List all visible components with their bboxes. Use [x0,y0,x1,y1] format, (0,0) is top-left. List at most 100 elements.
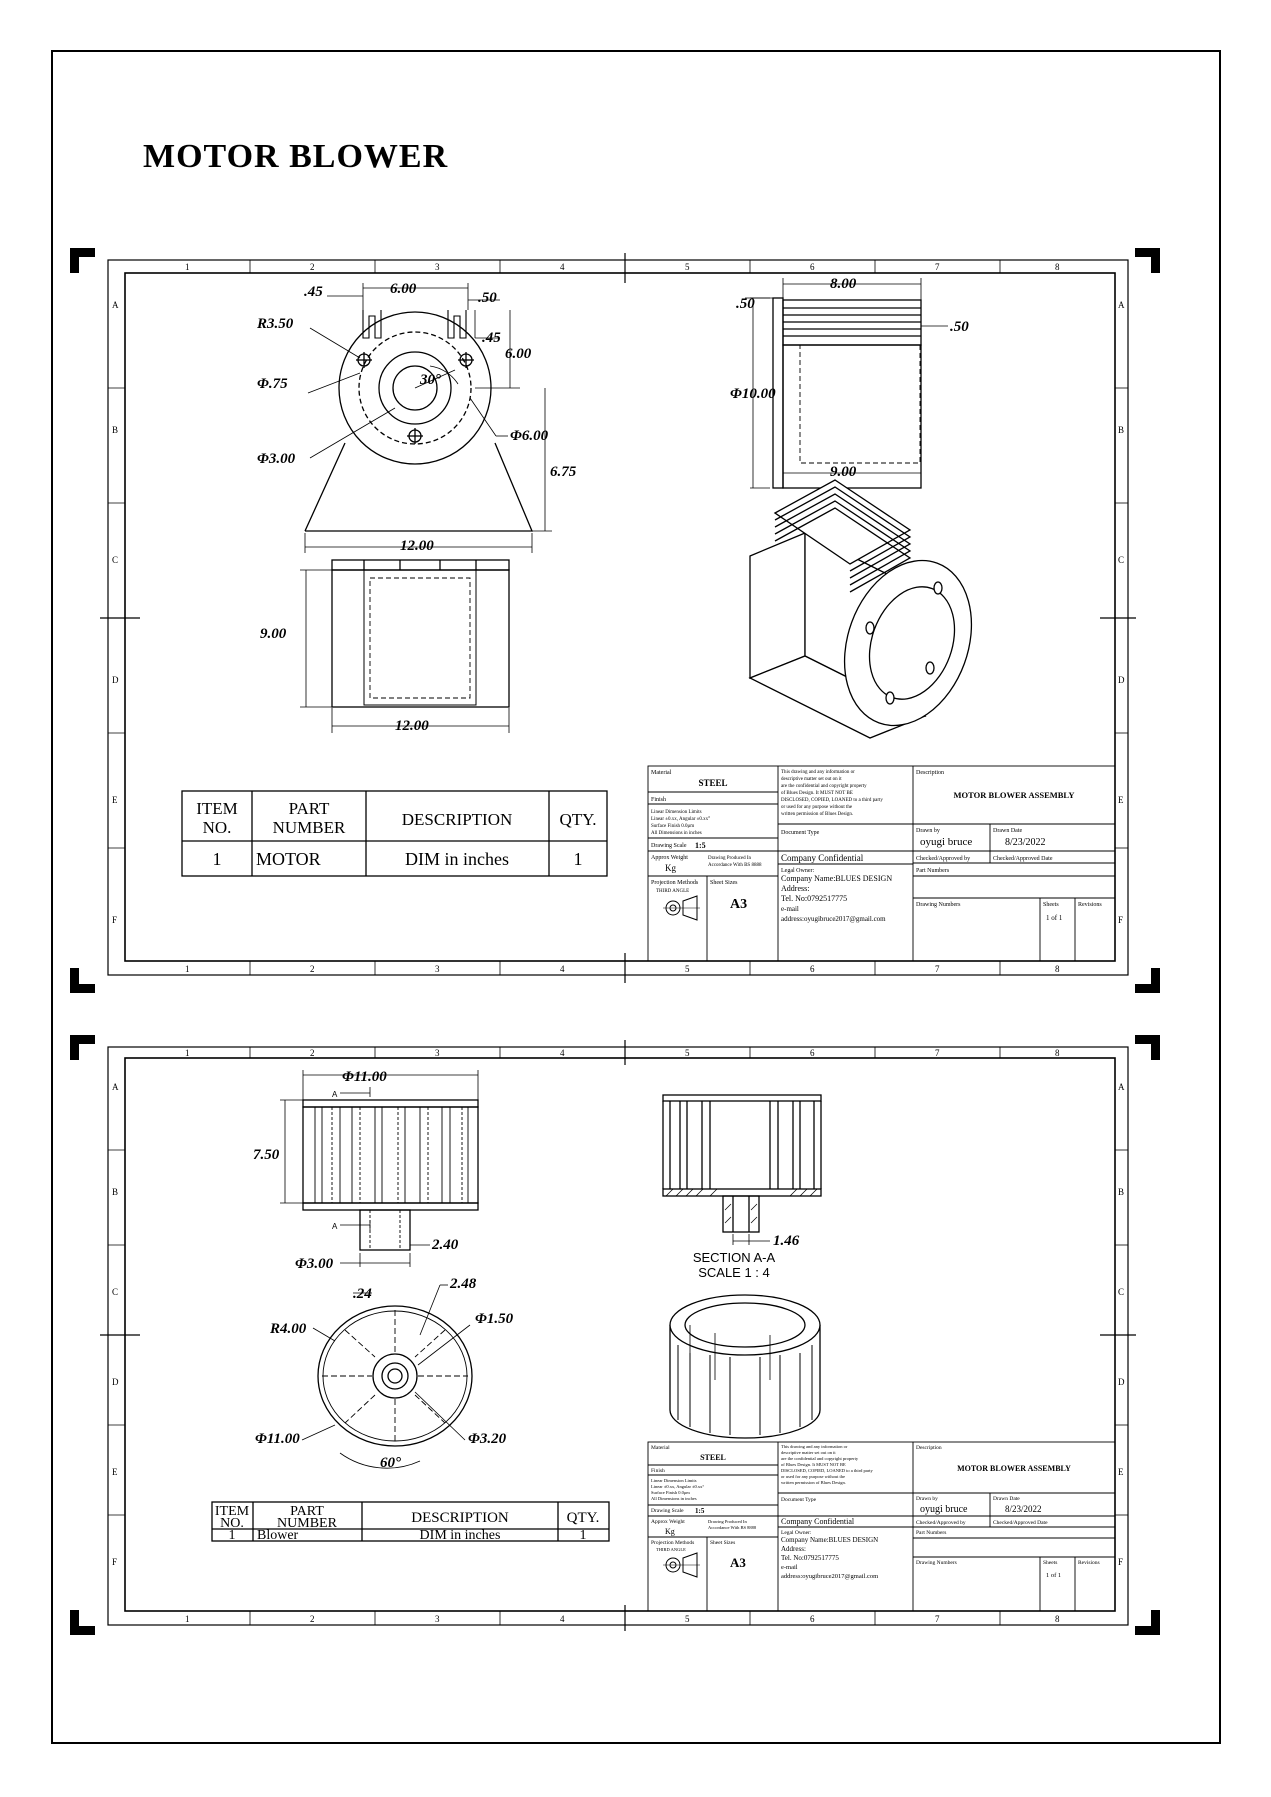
svg-text:3: 3 [435,1048,440,1058]
svg-text:All Dimensions in inches: All Dimensions in inches [651,1496,697,1501]
svg-text:7: 7 [935,1048,940,1058]
svg-text:Finish: Finish [651,1468,665,1474]
svg-text:D: D [112,675,119,685]
svg-text:PART: PART [289,799,330,818]
dim-045-right: .45 [482,330,501,346]
svg-text:5: 5 [685,1048,690,1058]
svg-text:Finish: Finish [651,797,666,803]
svg-text:6: 6 [810,1048,815,1058]
svg-text:Part Numbers: Part Numbers [916,868,950,874]
svg-text:Sheet Sizes: Sheet Sizes [710,880,738,886]
dim-600-right: 6.00 [505,346,532,362]
dim-600-top: 6.00 [390,281,417,297]
svg-text:Drawing Numbers: Drawing Numbers [916,902,961,908]
svg-text:Checked/Approved by: Checked/Approved by [916,1520,966,1526]
svg-text:Legal Owner:: Legal Owner: [781,1530,812,1536]
sheet-inner-border [124,272,1116,962]
bom-description: DIM in inches [405,849,509,869]
svg-text:1 of 1: 1 of 1 [1046,1572,1061,1579]
dim-675: 6.75 [550,464,577,480]
motor-top-dimension-lines [300,569,510,733]
svg-text:Address:: Address: [781,1545,806,1553]
svg-text:Linear ±0.xx, Angular ±0.xx°: Linear ±0.xx, Angular ±0.xx° [651,817,710,822]
svg-text:Linear Dimension Limits: Linear Dimension Limits [651,810,702,815]
svg-text:Drawing Scale: Drawing Scale [651,1508,684,1514]
svg-text:Drawn Date: Drawn Date [993,828,1022,834]
svg-text:Description: Description [916,770,944,776]
svg-text:e-mail: e-mail [781,905,799,913]
tb-description: MOTOR BLOWER ASSEMBLY [954,790,1075,800]
tb-material: STEEL [698,778,727,788]
bom-table-blower: ITEM NO. PART NUMBER DESCRIPTION QTY. 1 … [211,1501,610,1543]
svg-text:ITEM: ITEM [215,1504,250,1519]
svg-text:Description: Description [916,1445,942,1451]
svg-text:Tel. No:0792517775: Tel. No:0792517775 [781,1554,839,1562]
dim-045-top: .45 [304,284,323,300]
blower-top-view [317,1305,473,1447]
corner-marks [70,248,1160,993]
dim-248: 2.48 [449,1276,477,1292]
svg-text:A: A [112,300,119,310]
dim-phi075: Φ.75 [257,376,288,392]
tb-description: MOTOR BLOWER ASSEMBLY [957,1464,1071,1473]
svg-text:B: B [1118,1187,1124,1197]
dim-phi320: Φ3.20 [468,1431,507,1447]
svg-text:D: D [112,1377,119,1387]
corner-marks [70,1035,1160,1635]
svg-text:8: 8 [1055,1614,1060,1624]
svg-text:1:5: 1:5 [695,841,706,850]
svg-text:Revisions: Revisions [1078,902,1102,908]
svg-text:C: C [1118,1287,1124,1297]
motor-side-view [772,297,922,489]
svg-text:C: C [112,555,118,565]
svg-text:DESCRIPTION: DESCRIPTION [411,1510,509,1526]
svg-text:Surface Finish 0.0μm: Surface Finish 0.0μm [651,824,694,829]
svg-text:6: 6 [810,1614,815,1624]
dim-r400: R4.00 [269,1321,307,1337]
svg-text:3: 3 [435,1614,440,1624]
svg-text:E: E [1118,1467,1124,1477]
svg-text:1: 1 [185,1048,190,1058]
svg-text:Document Type: Document Type [781,830,820,836]
svg-text:4: 4 [560,262,565,272]
svg-text:6: 6 [810,262,815,272]
svg-text:Material: Material [651,1445,670,1451]
svg-text:Company Name:BLUES DESIGN: Company Name:BLUES DESIGN [781,874,892,883]
dim-240: 2.40 [431,1237,459,1253]
dim-side-050-right: .50 [950,319,969,335]
dim-side-050-left: .50 [736,296,755,312]
svg-text:are the confidential and copyr: are the confidential and copyright prope… [781,1456,859,1461]
svg-text:F: F [112,1557,117,1567]
svg-text:descriptive matter set out on: descriptive matter set out on it [781,1450,836,1455]
svg-text:C: C [112,1287,118,1297]
svg-text:THIRD ANGLE: THIRD ANGLE [656,889,689,894]
svg-text:of Blues Design. It MUST NOT B: of Blues Design. It MUST NOT BE [781,791,853,796]
svg-text:Drawn by: Drawn by [916,1496,938,1502]
svg-text:DESCRIPTION: DESCRIPTION [402,810,513,829]
svg-text:D: D [1118,675,1125,685]
svg-text:NUMBER: NUMBER [273,818,346,837]
svg-text:are the confidential and copyr: are the confidential and copyright prope… [781,784,867,789]
svg-text:1 of 1: 1 of 1 [1046,914,1063,922]
svg-text:D: D [1118,1377,1125,1387]
motor-side-dimensions: .50 8.00 .50 Φ10.00 9.00 [730,276,969,480]
section-title: SECTION A-A [693,1250,776,1265]
svg-text:Checked/Approved Date: Checked/Approved Date [993,1520,1048,1526]
svg-text:F: F [112,915,117,925]
svg-text:3: 3 [435,964,440,974]
svg-text:Drawing Produced In: Drawing Produced In [708,1519,747,1524]
svg-text:PART: PART [290,1504,324,1519]
motor-front-dimensions: .45 6.00 .50 R3.50 .45 6.00 Φ.75 30° Φ3.… [256,281,577,554]
dim-146: 1.46 [773,1233,800,1249]
dim-top-900: 9.00 [260,626,287,642]
dim-050-top: .50 [478,290,497,306]
dim-phi150: Φ1.50 [475,1311,514,1327]
bom-qty: 1 [574,849,583,869]
svg-text:8: 8 [1055,262,1060,272]
svg-text:F: F [1118,1557,1123,1567]
svg-text:written permission of Blues De: written permission of Blues Design. [781,1480,846,1485]
svg-text:Sheets: Sheets [1043,1560,1057,1566]
svg-text:written permission of Blues De: written permission of Blues Design. [781,812,853,817]
